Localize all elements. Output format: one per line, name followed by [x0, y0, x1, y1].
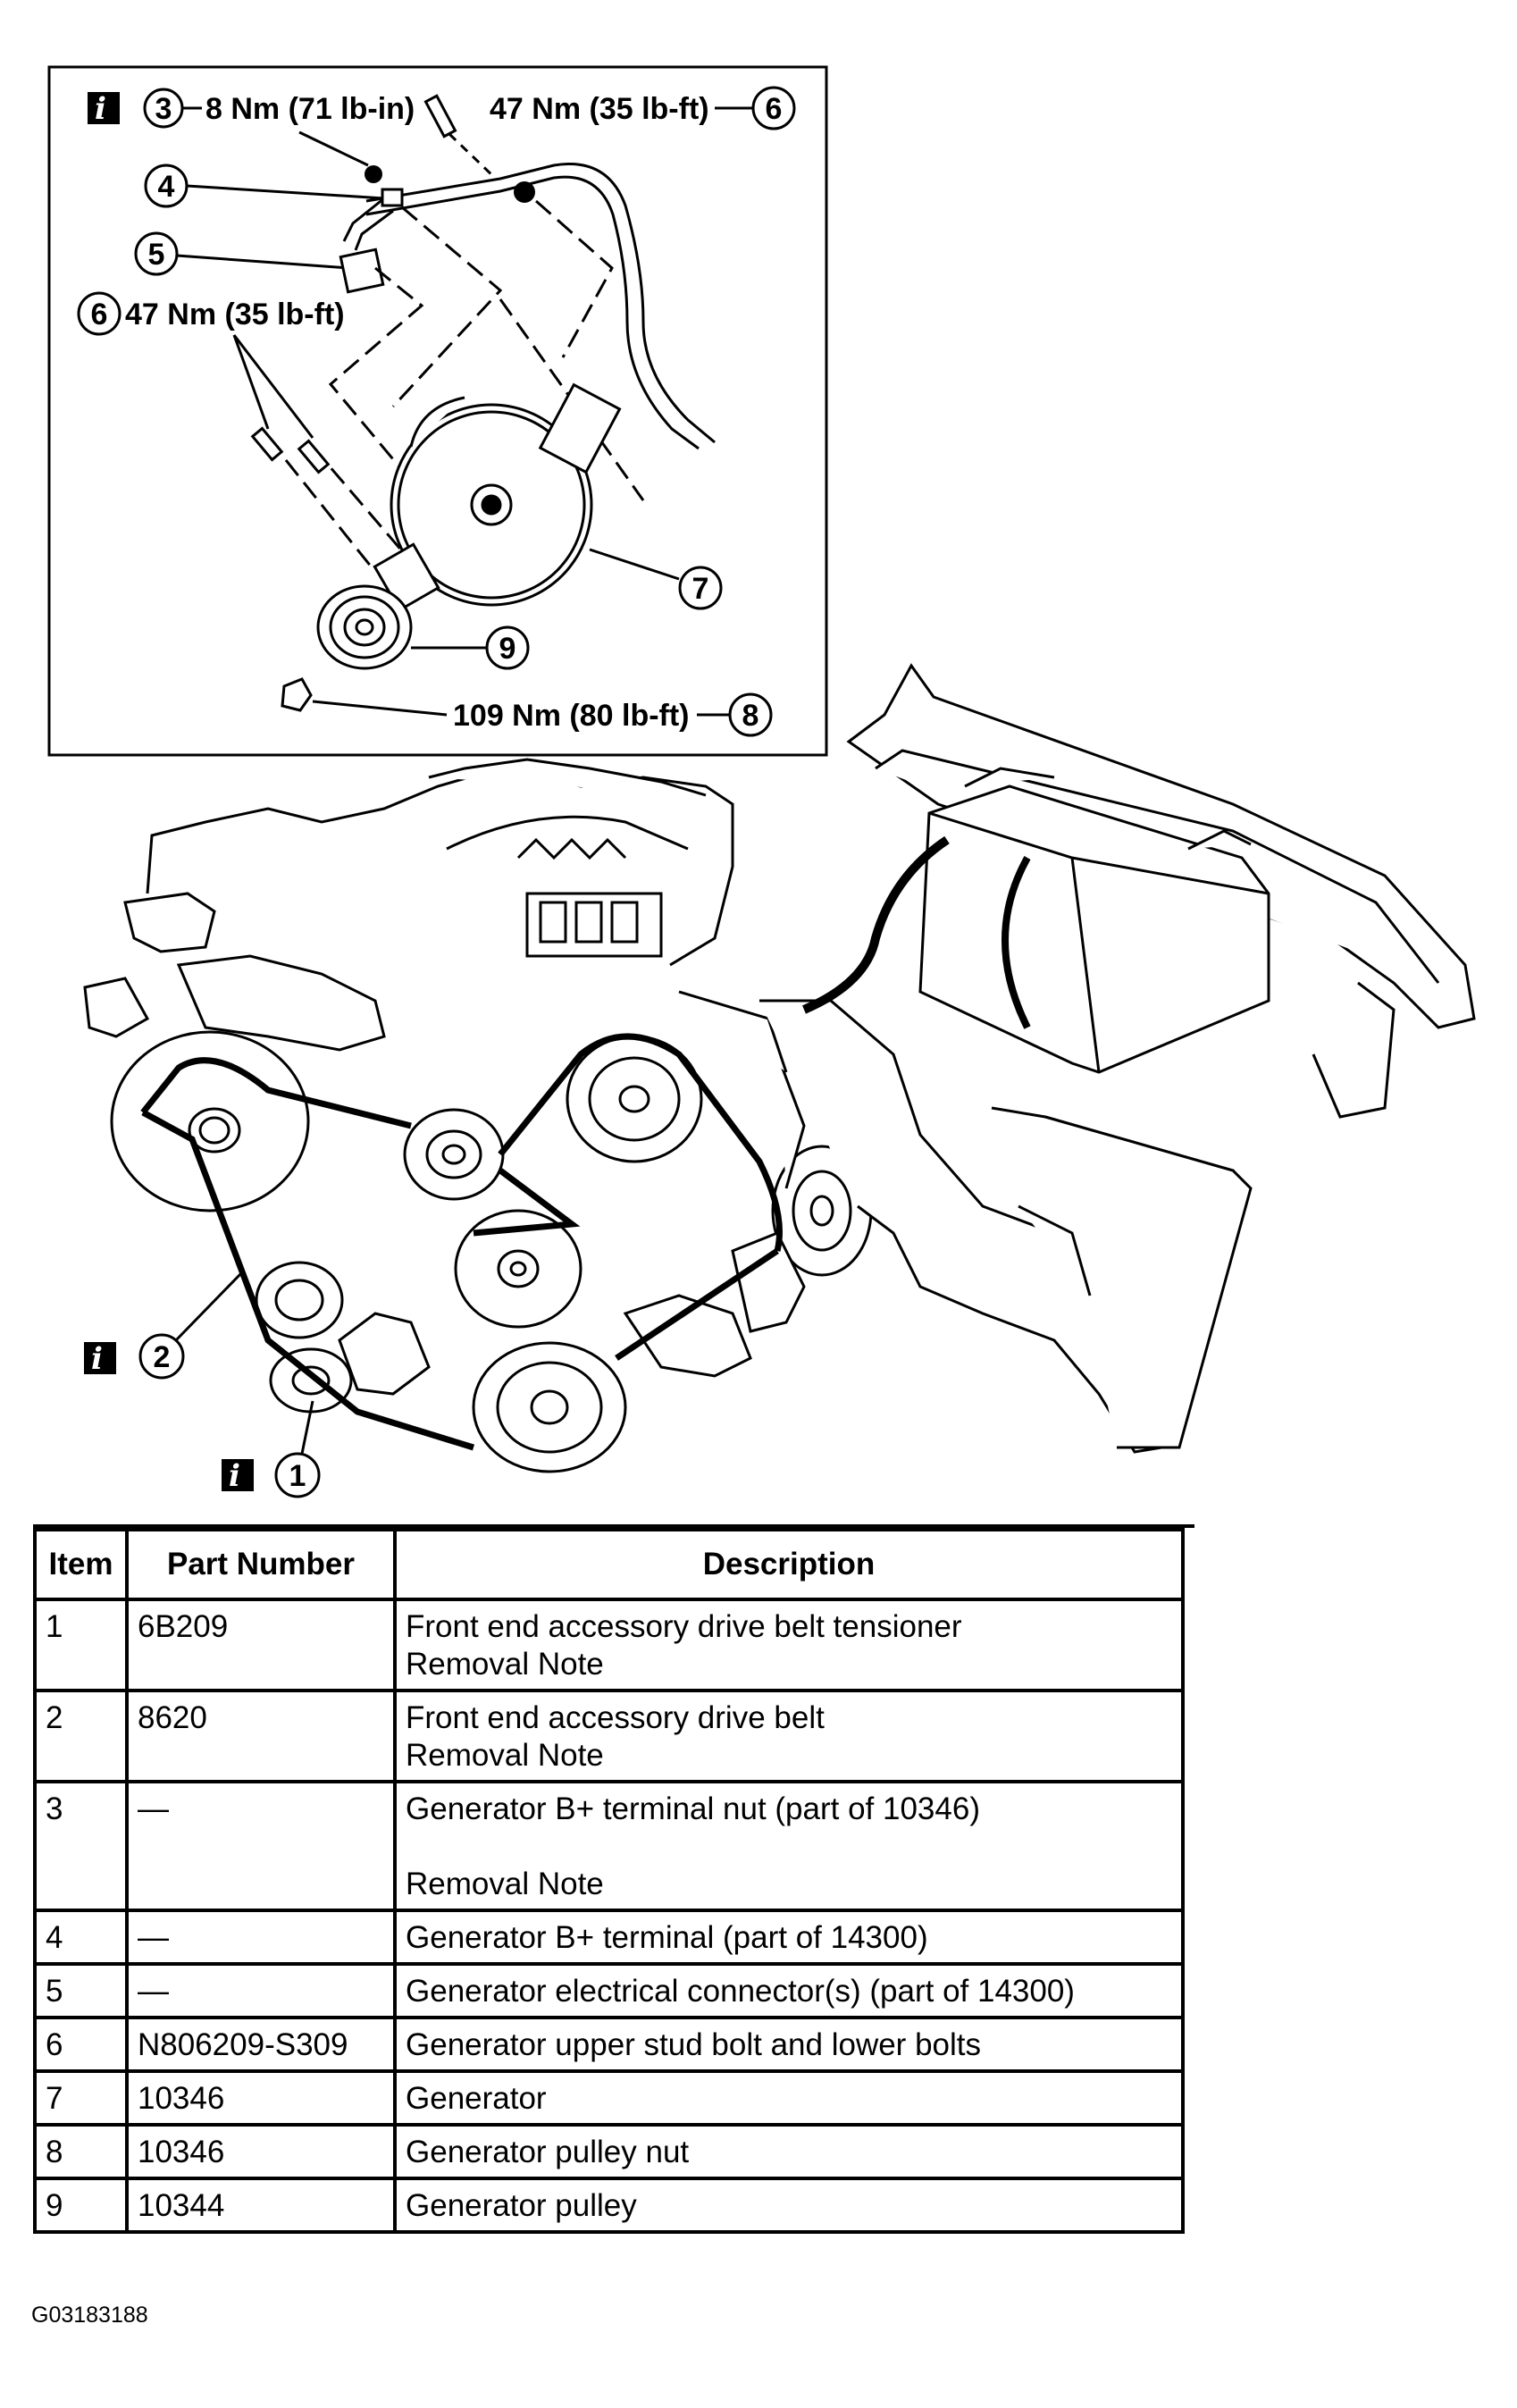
cell-item: 1: [33, 1598, 129, 1692]
terminal-nut: [365, 165, 382, 183]
cell-part-number: —: [125, 1780, 397, 1912]
callout-number: 8: [742, 699, 759, 733]
table-top-rule: [33, 1524, 1194, 1528]
callout-number: 1: [289, 1459, 306, 1493]
info-icon-glyph: i: [91, 1341, 103, 1377]
callout-number: 9: [499, 632, 516, 666]
stud-bolt-head: [514, 181, 535, 203]
cell-description: Front end accessory drive belt tensioner…: [393, 1598, 1185, 1692]
cell-description: Generator pulley nut: [393, 2123, 1185, 2180]
generator: [373, 382, 622, 612]
callout-circle: [274, 1452, 321, 1498]
callout-circle: [77, 291, 122, 336]
callout-number: 6: [91, 298, 108, 331]
cell-part-number: —: [125, 1909, 397, 1966]
generator-harness: [342, 163, 716, 450]
cell-part-number: 10346: [125, 2123, 397, 2180]
cell-item: 3: [33, 1780, 129, 1912]
cell-part-number: 10344: [125, 2177, 397, 2234]
table-row: 5—Generator electrical connector(s) (par…: [33, 1962, 1185, 2019]
header-item: Item: [33, 1528, 129, 1601]
callout-number: 2: [154, 1340, 171, 1374]
cell-description: Front end accessory drive belt Removal N…: [393, 1689, 1185, 1783]
torque-label: 109 Nm (80 lb-ft): [453, 699, 690, 733]
header-description: Description: [393, 1528, 1185, 1601]
lower-bolts: [250, 426, 331, 474]
info-icon-glyph: i: [229, 1458, 240, 1494]
engine-assembly: [83, 758, 873, 1473]
cell-part-number: —: [125, 1962, 397, 2019]
cell-part-number: N806209-S309: [125, 2016, 397, 2073]
inset-frame: [47, 65, 828, 757]
cell-item: 9: [33, 2177, 129, 2234]
callout-number: 7: [692, 572, 709, 606]
info-icon: [222, 1459, 254, 1491]
cell-item: 5: [33, 1962, 129, 2019]
table-row: 4—Generator B+ terminal (part of 14300): [33, 1909, 1185, 1966]
cell-item: 4: [33, 1909, 129, 1966]
callout-circle: [678, 566, 723, 610]
callout-circle: [138, 1333, 185, 1380]
torque-label: 47 Nm (35 lb-ft): [125, 298, 345, 331]
info-icon: [88, 92, 120, 124]
cell-part-number: 8620: [125, 1689, 397, 1783]
torque-label: 8 Nm (71 lb-in): [205, 92, 415, 126]
callout-circle: [485, 625, 530, 670]
cell-description: Generator pulley: [393, 2177, 1185, 2234]
table-header-row: Item Part Number Description: [33, 1528, 1185, 1601]
callout-circle: [134, 231, 179, 276]
header-part-number: Part Number: [125, 1528, 397, 1601]
figure-id: G03183188: [31, 2303, 148, 2328]
b-plus-terminal: [381, 188, 404, 207]
cell-part-number: 6B209: [125, 1598, 397, 1692]
exploded-diagram: i 3 8 Nm (71 lb-in) 47 Nm (35 lb-ft) 6 4…: [47, 65, 1476, 1498]
info-icon: [84, 1342, 116, 1374]
info-icon-glyph: i: [95, 91, 106, 127]
pulley-nut: [281, 677, 313, 712]
callout-number: 4: [158, 170, 175, 204]
callout-circle: [751, 86, 796, 130]
callout-circle: [728, 692, 773, 737]
cell-part-number: 10346: [125, 2069, 397, 2127]
cell-description: Generator electrical connector(s) (part …: [393, 1962, 1185, 2019]
cell-item: 6: [33, 2016, 129, 2073]
table-row: 3—Generator B+ terminal nut (part of 103…: [33, 1780, 1185, 1912]
cell-item: 8: [33, 2123, 129, 2180]
callout-number: 6: [766, 92, 783, 126]
callout-number: 3: [155, 92, 172, 126]
cell-item: 7: [33, 2069, 129, 2127]
callout-number: 5: [148, 238, 165, 272]
drive-belt: [140, 1033, 783, 1451]
generator-pulley: [316, 584, 413, 670]
cell-description: Generator B+ terminal nut (part of 10346…: [393, 1780, 1185, 1912]
cell-description: Generator upper stud bolt and lower bolt…: [393, 2016, 1185, 2073]
stud-bolt: [423, 94, 498, 180]
radiator-support: [759, 663, 1476, 1454]
torque-label: 47 Nm (35 lb-ft): [490, 92, 709, 126]
cell-description: Generator B+ terminal (part of 14300): [393, 1909, 1185, 1966]
electrical-connector: [339, 248, 385, 294]
cell-description: Generator: [393, 2069, 1185, 2127]
cell-item: 2: [33, 1689, 129, 1783]
